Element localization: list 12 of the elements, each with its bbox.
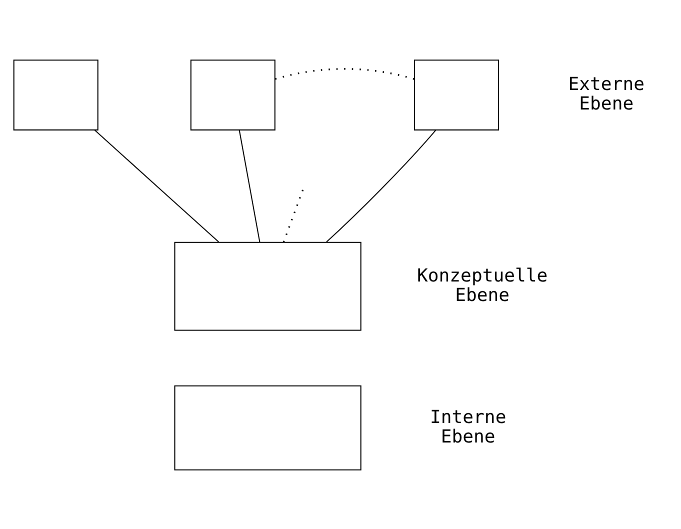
node-box <box>13 59 98 130</box>
node-label: Interne Ebene <box>430 406 506 447</box>
connector <box>326 129 436 242</box>
connector <box>94 129 220 242</box>
connector <box>238 130 260 242</box>
connector <box>275 68 415 80</box>
node-label: Konzeptuelle Ebene <box>417 264 548 306</box>
node-box <box>190 59 276 130</box>
node-box <box>174 384 362 470</box>
node-box <box>174 241 362 330</box>
node-box <box>414 59 499 130</box>
node-label: Externe Ebene <box>568 74 644 114</box>
